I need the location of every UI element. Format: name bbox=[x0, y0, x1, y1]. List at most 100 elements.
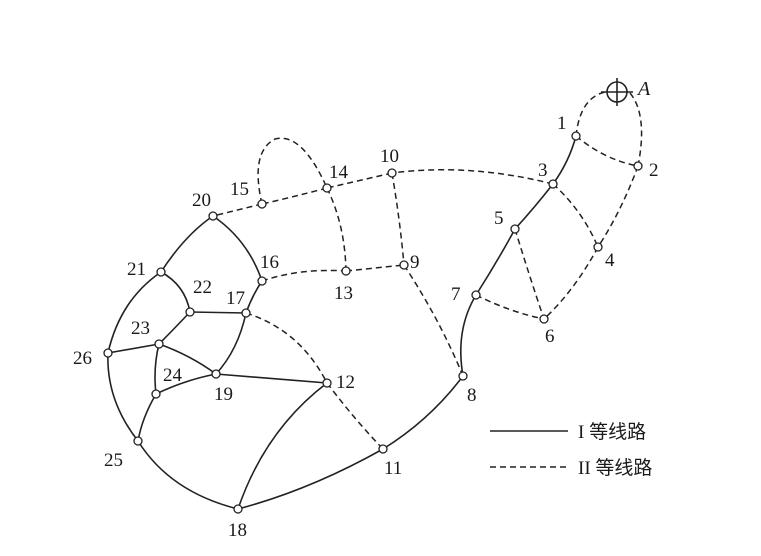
node-label-17: 17 bbox=[226, 288, 245, 309]
edge-14-13 bbox=[326, 187, 347, 272]
edge-3-10 bbox=[391, 169, 554, 185]
node-labels: 1 2 3 4 5 6 7 8 9 10 11 12 13 14 15 16 1… bbox=[73, 113, 659, 541]
edge-22-23 bbox=[158, 311, 191, 345]
node-label-24: 24 bbox=[163, 365, 183, 386]
node-label-8: 8 bbox=[467, 385, 477, 406]
edge-7-6 bbox=[475, 294, 545, 320]
legend-solid-label: I 等线路 bbox=[578, 421, 646, 443]
node-4 bbox=[593, 242, 603, 252]
edge-1-2 bbox=[575, 135, 639, 167]
node-10 bbox=[387, 168, 397, 178]
node-19 bbox=[211, 369, 221, 379]
edge-16-17 bbox=[245, 280, 263, 314]
node-9 bbox=[399, 260, 409, 270]
node-26 bbox=[103, 348, 113, 358]
edge-3-4 bbox=[552, 183, 599, 248]
node-15 bbox=[257, 199, 267, 209]
node-14 bbox=[322, 183, 332, 193]
edge-3-5 bbox=[514, 183, 554, 230]
node-label-6: 6 bbox=[545, 326, 555, 347]
grade-two-lines bbox=[212, 91, 643, 450]
node-label-21: 21 bbox=[127, 259, 146, 280]
edge-2-4 bbox=[597, 165, 639, 248]
node-label-12: 12 bbox=[336, 372, 355, 393]
node-6 bbox=[539, 314, 549, 324]
node-18 bbox=[233, 504, 243, 514]
edge-15-20 bbox=[212, 203, 263, 217]
nodes bbox=[103, 131, 643, 514]
edge-24-25 bbox=[137, 393, 157, 442]
edge-8-11 bbox=[382, 375, 464, 450]
node-7 bbox=[471, 290, 481, 300]
edge-21-20 bbox=[160, 215, 214, 273]
edge-26-23 bbox=[107, 343, 160, 354]
node-16 bbox=[257, 276, 267, 286]
point-a-label: A bbox=[636, 78, 651, 100]
edge-14-15 bbox=[261, 187, 328, 205]
node-label-16: 16 bbox=[260, 252, 279, 273]
point-a-marker bbox=[601, 78, 633, 106]
node-21 bbox=[156, 267, 166, 277]
edge-15-14-loop bbox=[257, 137, 328, 205]
node-label-26: 26 bbox=[73, 348, 92, 369]
edge-25-26 bbox=[107, 352, 139, 442]
edge-10-9 bbox=[391, 172, 405, 266]
node-label-23: 23 bbox=[131, 318, 150, 339]
edge-21-22 bbox=[160, 271, 191, 313]
edge-12-18 bbox=[237, 382, 328, 510]
edge-23-24 bbox=[154, 343, 160, 395]
legend: I 等线路 II 等线路 bbox=[490, 421, 652, 479]
edge-18-25 bbox=[137, 440, 239, 510]
node-label-1: 1 bbox=[557, 113, 567, 134]
node-22 bbox=[185, 307, 195, 317]
node-12 bbox=[322, 378, 332, 388]
node-5 bbox=[510, 224, 520, 234]
node-label-22: 22 bbox=[193, 277, 212, 298]
edge-10-14 bbox=[326, 172, 393, 189]
node-11 bbox=[378, 444, 388, 454]
node-label-3: 3 bbox=[538, 160, 548, 181]
node-13 bbox=[341, 266, 351, 276]
node-label-9: 9 bbox=[410, 252, 420, 273]
edge-13-9 bbox=[345, 264, 405, 272]
node-label-25: 25 bbox=[104, 450, 123, 471]
node-label-19: 19 bbox=[214, 384, 233, 405]
node-23 bbox=[154, 339, 164, 349]
node-24 bbox=[151, 389, 161, 399]
edge-26-21 bbox=[107, 271, 162, 354]
node-label-10: 10 bbox=[380, 146, 399, 167]
node-label-13: 13 bbox=[334, 283, 353, 304]
edge-17-12 bbox=[245, 312, 328, 384]
node-label-14: 14 bbox=[329, 162, 349, 183]
node-label-5: 5 bbox=[494, 208, 504, 229]
node-label-11: 11 bbox=[384, 458, 402, 479]
node-label-7: 7 bbox=[451, 284, 461, 305]
edge-1-a bbox=[575, 91, 606, 137]
node-label-18: 18 bbox=[228, 520, 247, 541]
node-label-20: 20 bbox=[192, 190, 211, 211]
edge-4-6 bbox=[543, 246, 599, 320]
edge-23-19 bbox=[158, 343, 217, 375]
edge-5-6 bbox=[514, 228, 545, 320]
node-1 bbox=[571, 131, 581, 141]
node-20 bbox=[208, 211, 218, 221]
edge-9-8 bbox=[403, 264, 464, 377]
node-label-2: 2 bbox=[649, 160, 659, 181]
edge-12-11 bbox=[326, 382, 384, 450]
edge-22-17 bbox=[189, 311, 247, 314]
node-2 bbox=[633, 161, 643, 171]
edge-5-7 bbox=[475, 228, 516, 296]
edge-20-16 bbox=[212, 215, 263, 282]
edge-1-3 bbox=[552, 135, 577, 185]
edge-7-8 bbox=[460, 294, 477, 377]
grade-one-lines bbox=[107, 135, 577, 510]
edge-24-19 bbox=[155, 373, 217, 395]
node-3 bbox=[548, 179, 558, 189]
edge-17-19 bbox=[215, 312, 247, 375]
edge-11-18 bbox=[237, 448, 384, 510]
node-8 bbox=[458, 371, 468, 381]
node-label-15: 15 bbox=[230, 179, 249, 200]
node-25 bbox=[133, 436, 143, 446]
